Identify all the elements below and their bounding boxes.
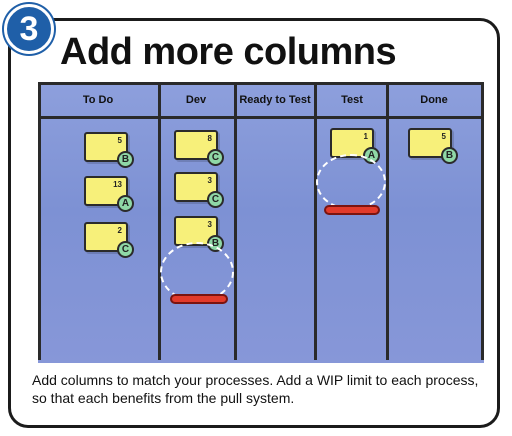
column-divider xyxy=(314,82,317,360)
column-header-ready-to-test: Ready to Test xyxy=(239,94,311,106)
task-card: 8 C xyxy=(174,130,224,166)
task-card: 5 B xyxy=(408,128,458,164)
task-card: 2 C xyxy=(84,222,134,258)
figure-caption: Add columns to match your processes. Add… xyxy=(32,372,479,406)
column-divider xyxy=(481,82,484,360)
step-number-badge: 3 xyxy=(4,4,54,54)
card-class-badge: B xyxy=(117,151,134,168)
card-estimate: 2 xyxy=(117,226,122,235)
task-card: 13 A xyxy=(84,176,134,212)
card-class-badge: C xyxy=(207,149,224,166)
column-header-todo: To Do xyxy=(82,94,114,106)
column-divider xyxy=(234,82,237,360)
figure-title: Add more columns xyxy=(60,31,397,73)
card-estimate: 3 xyxy=(207,220,212,229)
card-estimate: 3 xyxy=(207,176,212,185)
empty-slot-circle xyxy=(316,154,386,210)
card-class-badge: C xyxy=(207,191,224,208)
wip-limit-bar xyxy=(170,294,228,304)
column-header-test: Test xyxy=(341,94,363,106)
card-estimate: 5 xyxy=(117,136,122,145)
column-header-dev: Dev xyxy=(185,94,207,106)
column-divider xyxy=(386,82,389,360)
header-divider xyxy=(38,116,484,119)
kanban-board: To Do Dev Ready to Test Test Done 5 B 13… xyxy=(38,82,484,363)
column-header-done: Done xyxy=(420,94,448,106)
card-estimate: 13 xyxy=(113,180,122,189)
column-divider xyxy=(158,82,161,360)
card-class-badge: C xyxy=(117,241,134,258)
card-estimate: 8 xyxy=(207,134,212,143)
empty-slot-circle xyxy=(160,242,234,302)
wip-limit-bar xyxy=(324,205,380,215)
card-estimate: 5 xyxy=(441,132,446,141)
task-card: 3 C xyxy=(174,172,224,208)
column-divider xyxy=(38,82,41,360)
card-class-badge: A xyxy=(117,195,134,212)
card-estimate: 1 xyxy=(363,132,368,141)
card-class-badge: B xyxy=(441,147,458,164)
task-card: 5 B xyxy=(84,132,134,168)
